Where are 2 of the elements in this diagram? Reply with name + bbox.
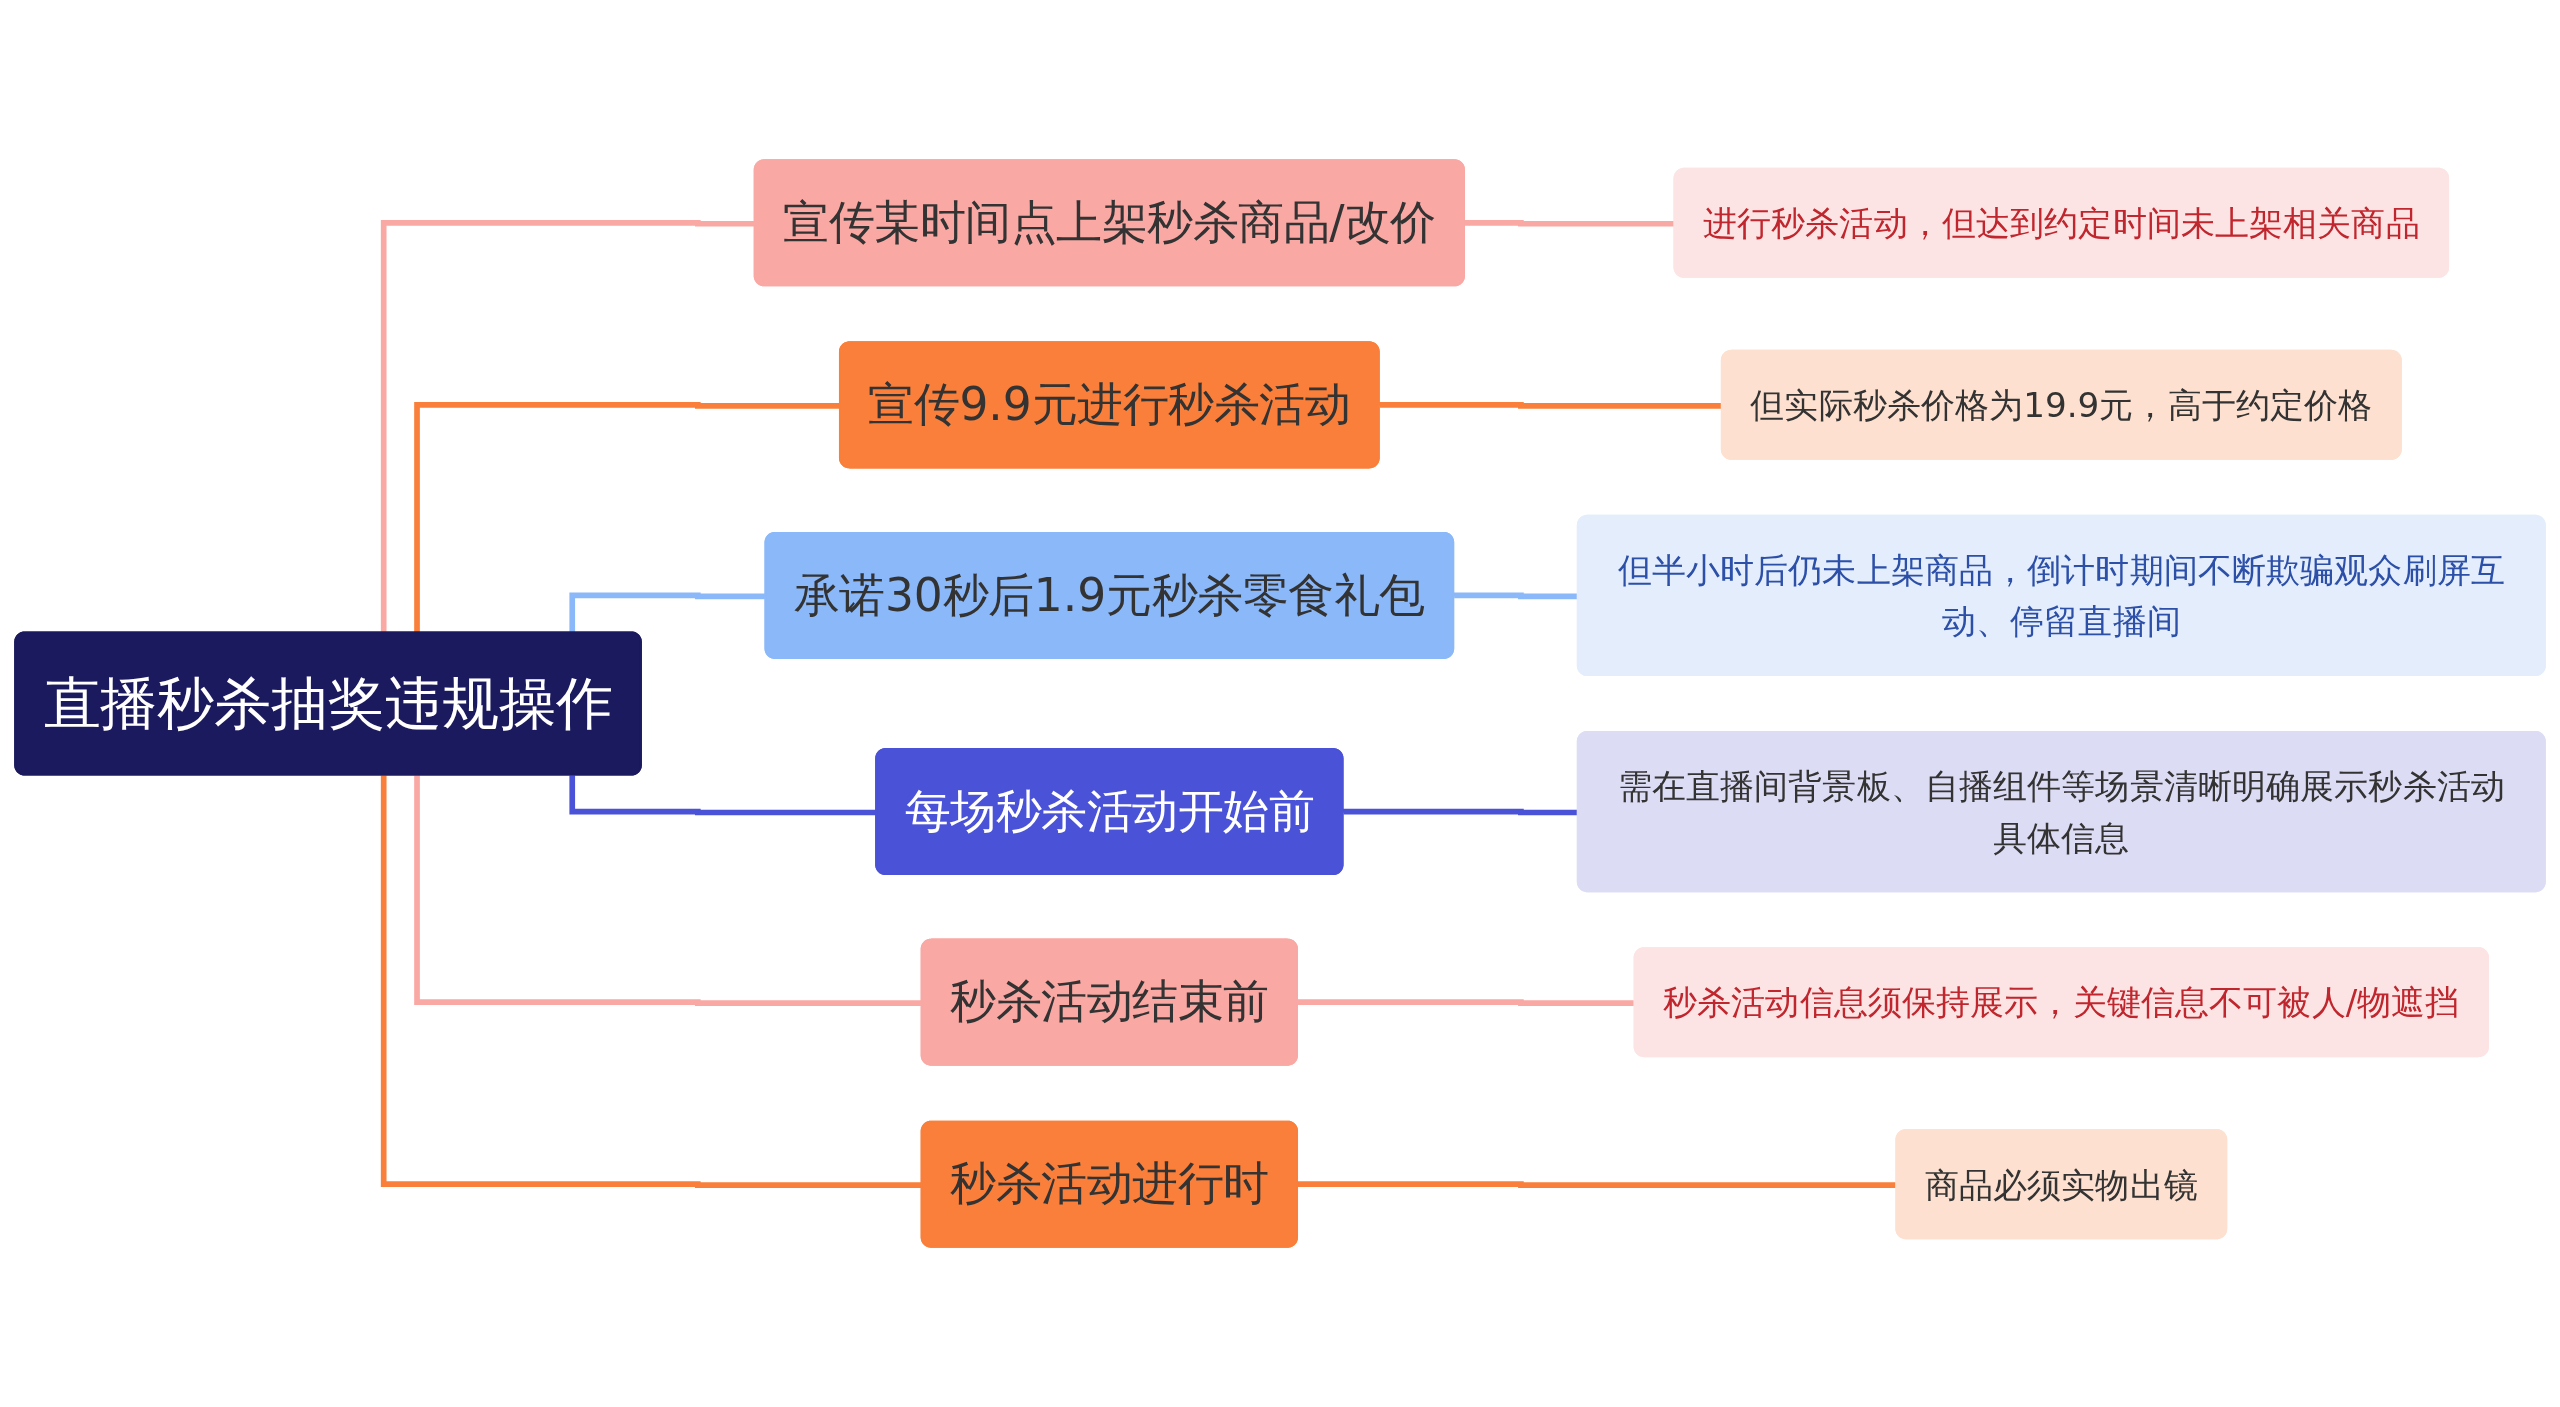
connector bbox=[1462, 219, 1676, 227]
connector bbox=[569, 592, 767, 634]
